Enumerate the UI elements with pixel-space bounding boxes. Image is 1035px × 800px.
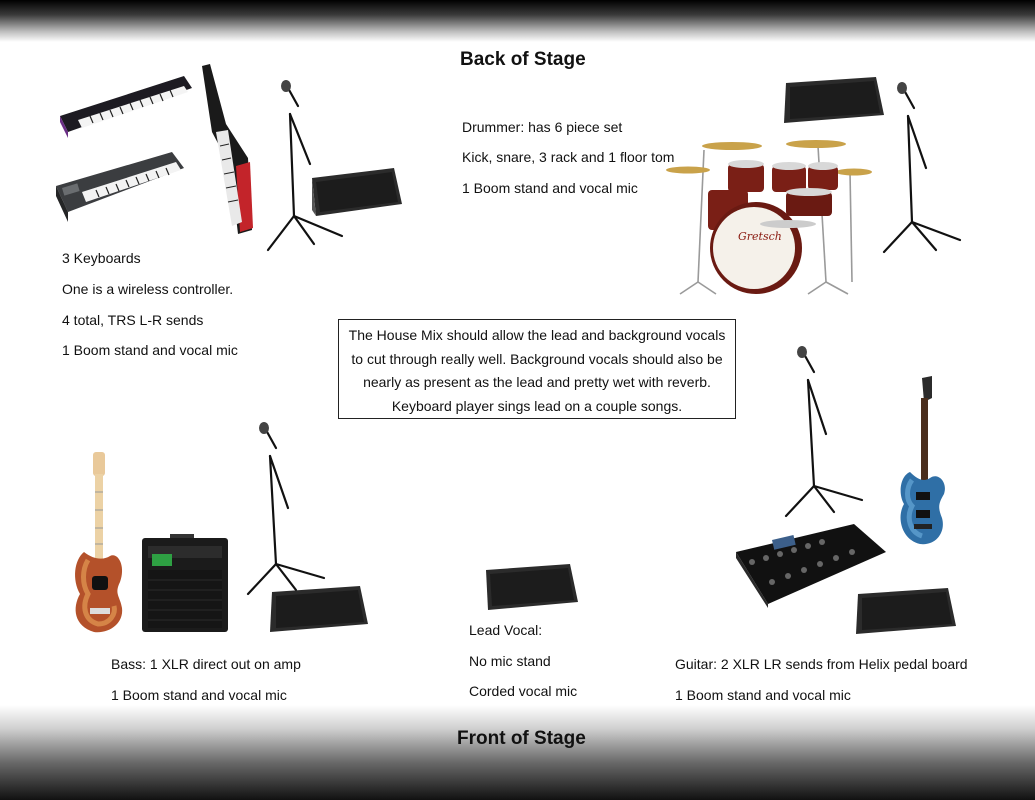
keyboards-line-1: 3 Keyboards xyxy=(62,250,141,266)
lead-vocal-line-1: Lead Vocal: xyxy=(469,622,543,638)
lead-vocal-line-3: Corded vocal mic xyxy=(469,683,578,699)
drum-monitor-icon xyxy=(784,77,884,123)
guitar-mic-stand-icon xyxy=(784,346,864,518)
bass-line-2: 1 Boom stand and vocal mic xyxy=(111,687,287,703)
lead-vocal-line-2: No mic stand xyxy=(469,653,551,669)
keytar-icon xyxy=(202,64,253,234)
drums-line-3: 1 Boom stand and vocal mic xyxy=(462,180,638,196)
bottom-gradient-band xyxy=(0,705,1035,800)
note-line-4: Keyboard player sings lead on a couple s… xyxy=(391,397,683,414)
keyboards-line-3: 4 total, TRS L-R sends xyxy=(62,312,204,328)
note-line-2: to cut through really well. Background v… xyxy=(351,350,723,367)
drum-kit-icon: Gretsch xyxy=(666,140,872,295)
keyboard-2-icon xyxy=(56,152,184,222)
guitar-line-1: Guitar: 2 XLR LR sends from Helix pedal … xyxy=(675,656,968,672)
bass-guitar-icon xyxy=(75,452,123,633)
helix-pedalboard-icon xyxy=(736,524,886,608)
keyboards-line-4: 1 Boom stand and vocal mic xyxy=(62,342,238,358)
front-of-stage-title: Front of Stage xyxy=(457,728,586,749)
note-line-1: The House Mix should allow the lead and … xyxy=(348,327,726,343)
lead-vocal-monitor-icon xyxy=(486,564,578,610)
bass-line-1: Bass: 1 XLR direct out on amp xyxy=(111,656,301,672)
keyboard-1-icon xyxy=(60,76,192,138)
bass-mic-stand-icon xyxy=(246,422,326,596)
keyboards-line-2: One is a wireless controller. xyxy=(62,281,234,297)
kick-drum-logo: Gretsch xyxy=(738,230,782,243)
drums-line-1: Drummer: has 6 piece set xyxy=(462,119,623,135)
back-of-stage-title: Back of Stage xyxy=(460,49,586,70)
electric-guitar-icon xyxy=(900,376,945,545)
bass-monitor-icon xyxy=(270,586,368,632)
keyboard-monitor-icon xyxy=(312,168,402,216)
guitar-line-2: 1 Boom stand and vocal mic xyxy=(675,687,851,703)
note-line-3: nearly as present as the lead and pretty… xyxy=(363,374,711,390)
drum-mic-stand-icon xyxy=(882,82,962,254)
guitar-monitor-icon xyxy=(856,588,956,634)
house-mix-note-box: The House Mix should allow the lead and … xyxy=(338,319,736,419)
keyboard-mic-stand-icon xyxy=(266,80,344,252)
bass-amp-icon xyxy=(142,534,228,632)
top-gradient-band xyxy=(0,0,1035,42)
drums-line-2: Kick, snare, 3 rack and 1 floor tom xyxy=(462,149,675,165)
